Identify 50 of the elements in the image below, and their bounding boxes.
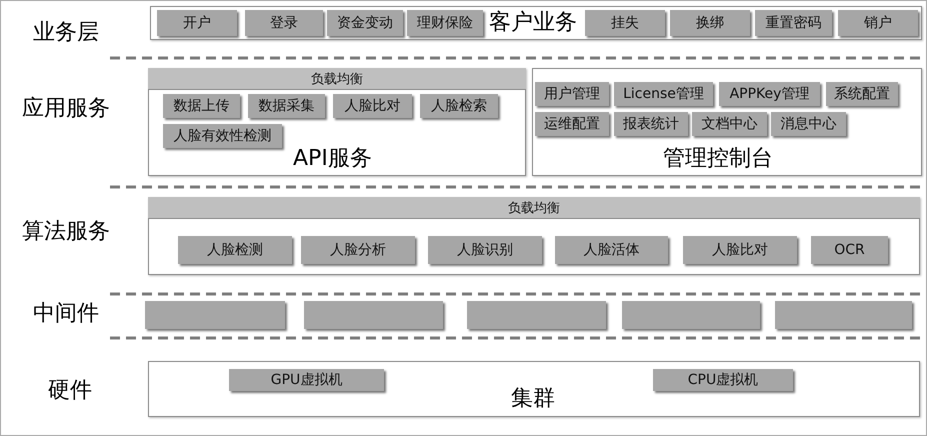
service-panel <box>148 361 920 417</box>
layer-label: 硬件 <box>48 380 92 402</box>
service-box: 数据采集 <box>248 94 325 118</box>
service-box: 资金变动 <box>327 10 403 36</box>
service-box: License管理 <box>614 82 713 106</box>
service-box <box>304 301 443 329</box>
service-box: CPU虚拟机 <box>653 369 793 391</box>
service-box <box>145 301 285 329</box>
service-box: 系统配置 <box>826 82 898 106</box>
service-box: 运维配置 <box>535 112 609 136</box>
panel-title: 客户业务 <box>489 12 577 34</box>
service-box: 文档中心 <box>692 112 767 136</box>
layer-label: 算法服务 <box>22 221 110 243</box>
service-box: 报表统计 <box>614 112 688 136</box>
service-box: OCR <box>811 236 888 264</box>
panel-title: API服务 <box>293 148 372 170</box>
service-box: 人脸有效性检测 <box>163 124 282 148</box>
load-balancer-band: 负载均衡 <box>148 197 920 219</box>
service-box: 人脸活体 <box>555 236 668 264</box>
service-panel <box>150 6 922 40</box>
load-balancer-band: 负载均衡 <box>148 68 526 90</box>
service-box: 理财保险 <box>407 10 483 36</box>
service-box: 重置密码 <box>755 10 832 36</box>
service-box: 换绑 <box>670 10 750 36</box>
service-box: 人脸检测 <box>178 236 292 264</box>
service-box: 用户管理 <box>535 82 609 106</box>
service-box: GPU虚拟机 <box>229 369 384 391</box>
service-box: 人脸检索 <box>420 94 498 118</box>
layer-label: 中间件 <box>33 303 99 325</box>
panel-title: 集群 <box>511 388 555 410</box>
service-panel <box>148 197 920 275</box>
service-box: 人脸比对 <box>683 236 797 264</box>
service-box: 人脸比对 <box>333 94 412 118</box>
service-box: 开户 <box>157 10 237 36</box>
panel-title: 管理控制台 <box>663 148 773 170</box>
service-box: 人脸分析 <box>301 236 415 264</box>
service-box: 登录 <box>245 10 323 36</box>
service-panel <box>148 68 526 176</box>
service-box: 人脸识别 <box>428 236 542 264</box>
service-box <box>622 301 760 329</box>
service-box: 数据上传 <box>163 94 240 118</box>
service-box: 挂失 <box>585 10 665 36</box>
service-box: 销户 <box>838 10 918 36</box>
service-box: 消息中心 <box>771 112 846 136</box>
layer-label: 业务层 <box>33 22 99 44</box>
service-panel <box>532 68 922 176</box>
service-box <box>775 301 912 329</box>
service-box <box>467 301 606 329</box>
service-box: APPKey管理 <box>719 82 820 106</box>
layer-label: 应用服务 <box>22 98 110 120</box>
